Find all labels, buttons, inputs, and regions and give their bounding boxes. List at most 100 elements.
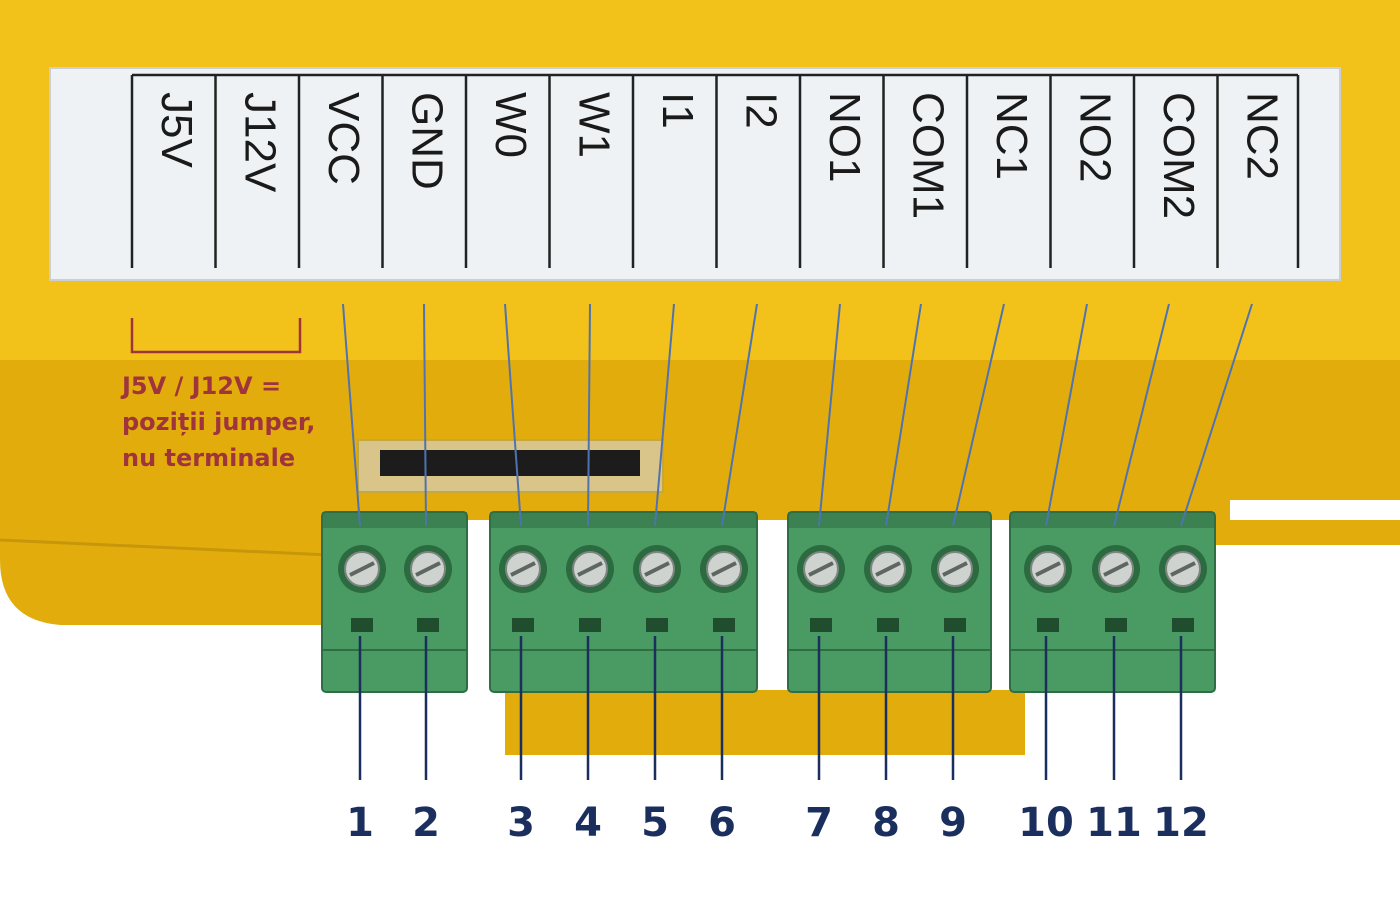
leader-lines — [342, 303, 1253, 780]
label-strip-text: COM1 — [904, 92, 953, 219]
screw-slot — [1103, 561, 1129, 577]
screw-slot — [1170, 561, 1196, 577]
label-strip-text: NO1 — [820, 92, 869, 182]
terminal-number: 3 — [507, 800, 535, 846]
housing-seam — [0, 538, 331, 557]
terminal-number: 11 — [1086, 800, 1142, 846]
wire-entry-hole — [417, 618, 439, 632]
wire-entry-hole — [579, 618, 601, 632]
wire-entry-hole — [512, 618, 534, 632]
label-strip-text: GND — [403, 92, 452, 190]
leader-line-upper — [423, 303, 427, 527]
leader-line-upper — [504, 303, 522, 527]
leader-line-upper — [654, 303, 675, 527]
wire-entry-hole — [1172, 618, 1194, 632]
terminal-block — [489, 511, 758, 693]
label-strip-text: J5V — [152, 92, 201, 168]
terminal-blocks — [321, 511, 1216, 693]
wire-entry-hole — [646, 618, 668, 632]
terminal-number: 5 — [641, 800, 669, 846]
terminal-screw[interactable] — [700, 545, 748, 632]
screw-slot — [808, 561, 834, 577]
terminal-block-top — [1010, 512, 1215, 528]
wire-entry-hole — [944, 618, 966, 632]
housing-base-left — [0, 520, 330, 625]
terminal-block — [321, 511, 468, 693]
terminal-block-top — [490, 512, 757, 528]
terminal-screw[interactable] — [1024, 545, 1072, 632]
terminal-block-body — [1009, 511, 1216, 693]
terminal-number: 8 — [872, 800, 900, 846]
leader-line-upper — [1113, 303, 1170, 527]
terminal-screw[interactable] — [338, 545, 386, 632]
label-strip-text: W0 — [486, 92, 535, 158]
screw-slot — [1035, 561, 1061, 577]
terminal-screw[interactable] — [404, 545, 452, 632]
label-strip-text: VCC — [319, 92, 368, 185]
leader-line-upper — [885, 303, 922, 527]
terminal-block — [1009, 511, 1216, 693]
leader-line-upper — [721, 303, 758, 527]
terminal-screw[interactable] — [633, 545, 681, 632]
jumper-note-line-1: J5V / J12V = — [120, 372, 281, 400]
label-strip-text: I2 — [737, 92, 786, 129]
housing-foot — [505, 690, 1025, 755]
terminal-screw[interactable] — [931, 545, 979, 632]
terminal-block — [787, 511, 992, 693]
leader-line-upper — [587, 303, 591, 527]
screw-slot — [942, 561, 968, 577]
jumper-note-line-2: poziții jumper, — [122, 408, 315, 436]
terminal-block-body — [321, 511, 468, 693]
terminal-number: 2 — [412, 800, 440, 846]
label-strip-text: J12V — [236, 92, 285, 193]
label-strip-text: NC1 — [987, 92, 1036, 180]
wire-entry-hole — [713, 618, 735, 632]
label-strip: J5V J12V VCC GND W0 W1 I1 I2 NO1 COM1 NC1 NO2 COM2 NC… — [49, 67, 1341, 281]
screw-slot — [510, 561, 536, 577]
leader-line-upper — [1045, 303, 1088, 527]
housing-base-right — [1215, 520, 1400, 545]
leader-line-upper — [342, 303, 361, 527]
jumper-annotation: J5V / J12V = poziții jumper, nu terminal… — [120, 318, 315, 472]
label-strip-text: I1 — [653, 92, 702, 129]
terminal-screw[interactable] — [1159, 545, 1207, 632]
terminal-number: 4 — [574, 800, 602, 846]
label-strip-text: NO2 — [1071, 92, 1120, 182]
jumper-bracket — [130, 318, 302, 354]
terminal-screw[interactable] — [797, 545, 845, 632]
label-strip-text: COM2 — [1154, 92, 1203, 219]
screw-slot — [875, 561, 901, 577]
screw-slot — [577, 561, 603, 577]
jumper-note-line-3: nu terminale — [122, 444, 295, 472]
terminal-block-top — [322, 512, 467, 528]
terminal-number: 1 — [346, 800, 374, 846]
wire-entry-hole — [351, 618, 373, 632]
terminal-screw[interactable] — [499, 545, 547, 632]
terminal-number: 9 — [939, 800, 967, 846]
terminal-number: 7 — [805, 800, 833, 846]
wire-entry-hole — [1105, 618, 1127, 632]
terminal-block-body — [489, 511, 758, 693]
leader-line-upper — [818, 303, 841, 527]
terminal-screw[interactable] — [1092, 545, 1140, 632]
terminal-screw[interactable] — [864, 545, 912, 632]
screw-slot — [349, 561, 375, 577]
wire-entry-hole — [877, 618, 899, 632]
wire-entry-hole — [810, 618, 832, 632]
terminal-number: 6 — [708, 800, 736, 846]
terminal-number: 12 — [1153, 800, 1209, 846]
screw-slot — [644, 561, 670, 577]
screw-slot — [415, 561, 441, 577]
terminal-number: 10 — [1018, 800, 1074, 846]
leader-line-upper — [952, 303, 1005, 527]
card-slot — [357, 439, 664, 493]
terminal-screw[interactable] — [566, 545, 614, 632]
label-strip-text: W1 — [570, 92, 619, 158]
label-strip-text: NC2 — [1238, 92, 1287, 180]
leader-line-upper — [1180, 303, 1253, 527]
terminal-block-top — [788, 512, 991, 528]
label-strip-background — [49, 67, 1341, 281]
